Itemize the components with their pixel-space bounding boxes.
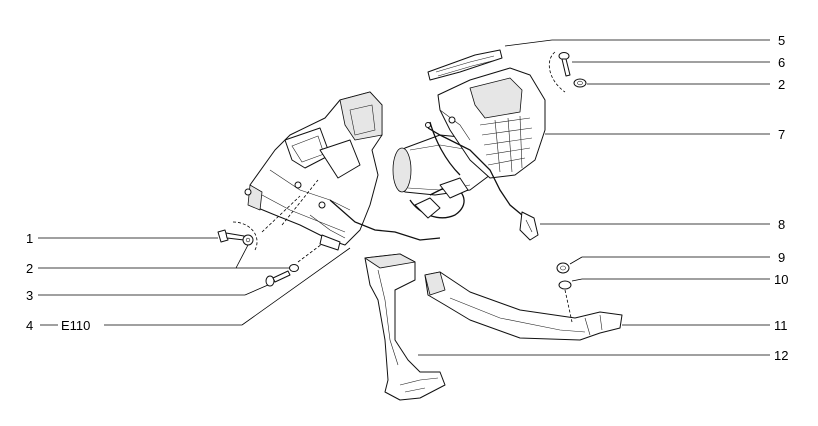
washer-2-left bbox=[242, 234, 254, 246]
evaporator-box bbox=[437, 67, 546, 179]
horizontal-duct-11 bbox=[424, 271, 623, 341]
bolt-1 bbox=[217, 229, 245, 243]
callout-12: 12 bbox=[774, 348, 788, 363]
callout-2-right: 2 bbox=[778, 77, 785, 92]
callout-1: 1 bbox=[26, 231, 33, 246]
washer-10 bbox=[558, 280, 572, 290]
screw-3 bbox=[265, 270, 291, 287]
callout-9: 9 bbox=[778, 250, 785, 265]
callout-2-left: 2 bbox=[26, 261, 33, 276]
callout-6: 6 bbox=[778, 55, 785, 70]
nut-9 bbox=[556, 262, 570, 274]
callout-8: 8 bbox=[778, 217, 785, 232]
sensor-8 bbox=[519, 211, 539, 241]
filter-cover bbox=[427, 49, 503, 81]
heater-distributor-housing bbox=[244, 91, 383, 251]
callout-4-code: E110 bbox=[61, 318, 90, 333]
callout-7: 7 bbox=[778, 127, 785, 142]
callout-3: 3 bbox=[26, 288, 33, 303]
washer-2-lower bbox=[289, 264, 299, 272]
vertical-duct-12 bbox=[364, 253, 446, 401]
nut-2-upper bbox=[573, 78, 587, 88]
wiring-harness bbox=[329, 121, 523, 241]
leader-lines bbox=[38, 39, 770, 356]
callout-5: 5 bbox=[778, 33, 785, 48]
callout-11: 11 bbox=[774, 318, 788, 333]
screw-6 bbox=[558, 52, 571, 77]
callout-10: 10 bbox=[774, 272, 788, 287]
callout-4: 4 bbox=[26, 318, 33, 333]
